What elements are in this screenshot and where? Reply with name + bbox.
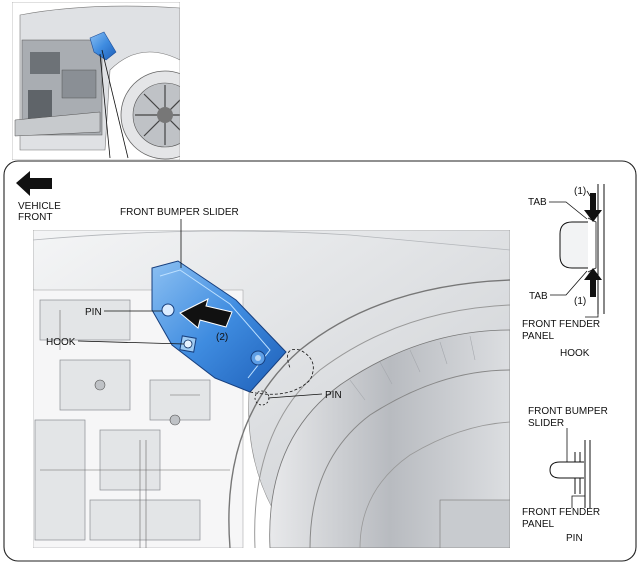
pin-panel-leader [571,495,585,508]
vehicle-front-label-line2: FRONT [18,212,52,223]
front-bumper-slider-label: FRONT BUMPER SLIDER [120,207,239,218]
hook-panel-leader [585,312,599,318]
pin-slider-label-line1: FRONT BUMPER [528,406,608,417]
removal-arrow [179,298,233,329]
hook-detail-title: HOOK [560,348,590,359]
pin-slider-label-line2: SLIDER [528,418,564,429]
hook-tab-top-leader [549,201,588,220]
hook-step1-bottom-label: (1) [574,296,586,307]
hook-panel-label-line1: FRONT FENDER [522,319,600,330]
hook-tab-bottom-label: TAB [529,291,548,302]
pin-panel-label-line1: FRONT FENDER [522,507,600,518]
hook-label: HOOK [46,337,76,348]
pin-detail-title: PIN [566,533,583,544]
hook-detail [559,184,605,314]
main-scene [33,230,510,548]
hook-step1-top-label: (1) [574,186,586,197]
hidden-pin-outline [249,349,314,395]
hook-marker [183,339,193,349]
pin-lower-label: PIN [325,390,342,401]
hook-tab-top-label: TAB [528,197,547,208]
thumbnail-leader-left [99,53,111,159]
hook-leader [77,340,185,345]
step-2-label: (2) [216,332,228,343]
pin-detail [549,440,591,508]
pin-panel-label-line2: PANEL [522,519,554,530]
overview-thumbnail [12,2,180,160]
pin-lower-leader [267,393,323,399]
detail-frame [3,160,637,562]
hook-tab-bottom-leader [550,270,588,296]
vehicle-front-label-line1: VEHICLE [18,201,61,212]
pin-upper-label: PIN [85,307,102,318]
vehicle-front-arrow [16,171,52,196]
thumbnail-leader-right [101,49,129,159]
hook-step1-top-leader [586,190,591,197]
hook-panel-label-line2: PANEL [522,331,554,342]
